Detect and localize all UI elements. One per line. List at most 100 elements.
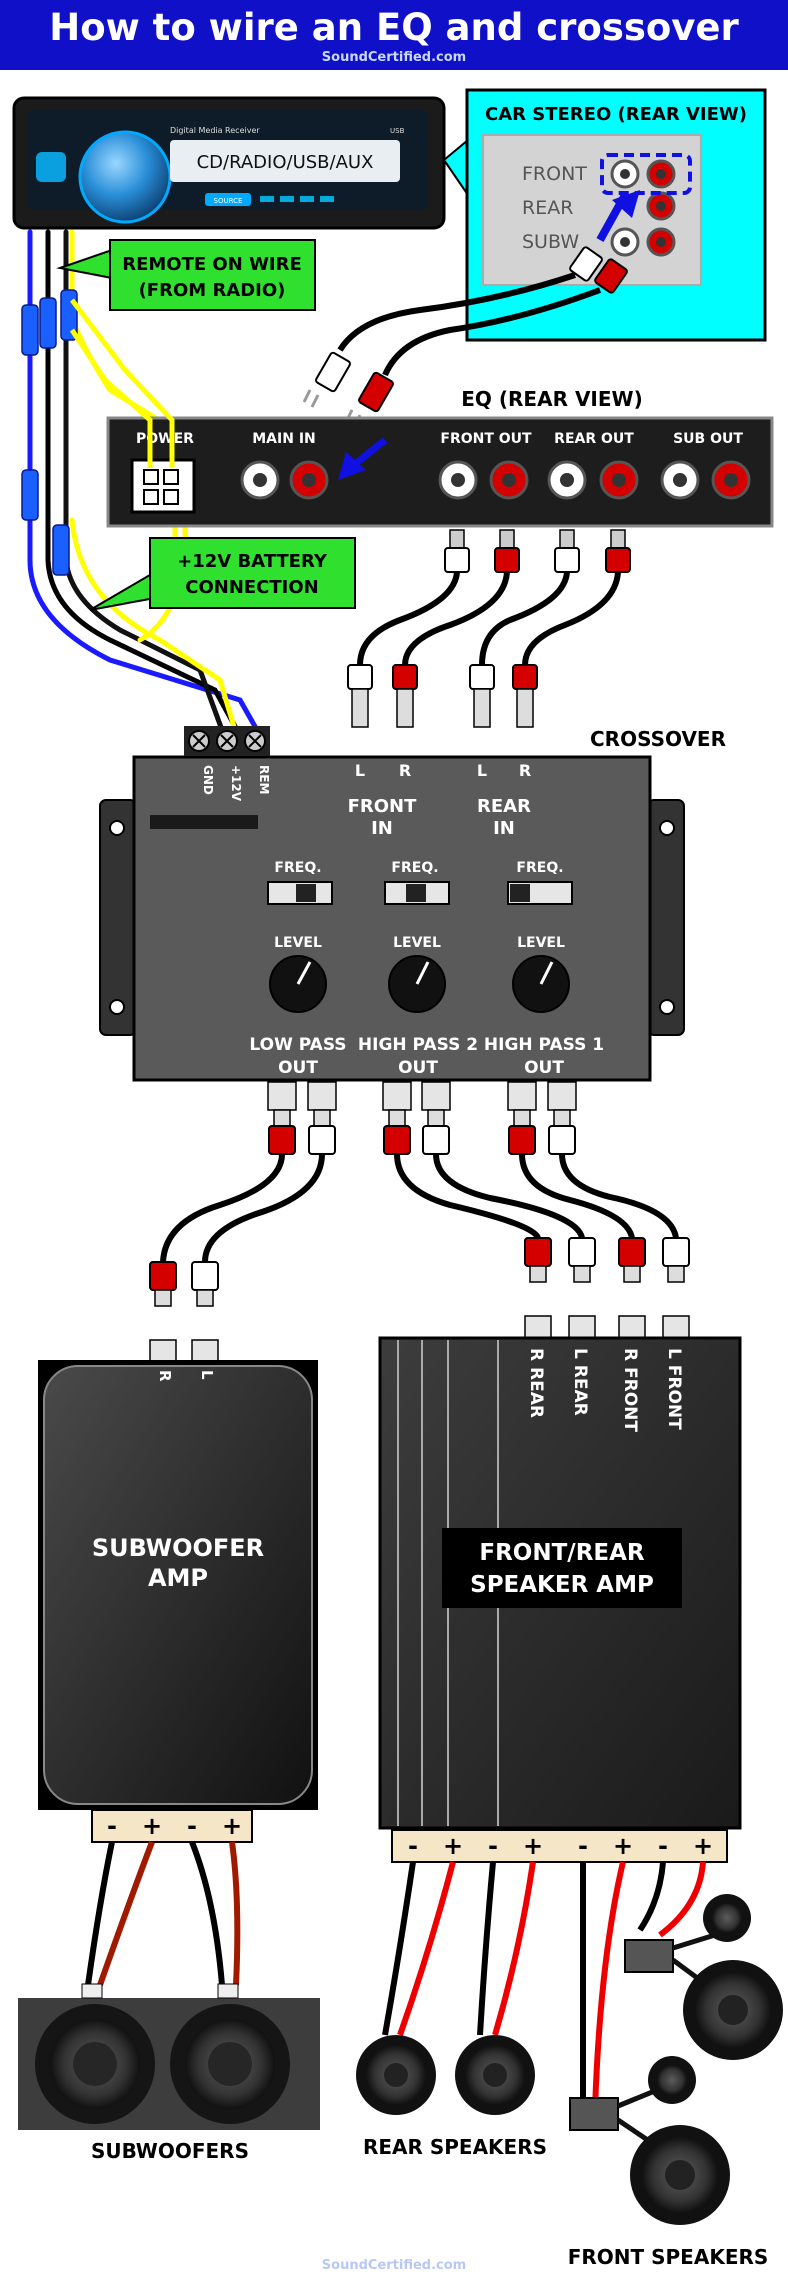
front-speakers: FRONT SPEAKERS [568,1894,783,2269]
sub-amp-title-line1: SUBWOOFER [92,1534,264,1562]
high-pass1-label-line2: OUT [524,1058,564,1078]
radio-usb-text: USB [390,127,405,135]
terminal-gnd-label: GND [201,765,215,795]
car-stereo-rca-jacks [610,159,676,257]
radio-source-text: SOURCE [214,197,243,205]
eq-front-out-label: FRONT OUT [440,431,532,447]
remote-wire-callout: REMOTE ON WIRE (FROM RADIO) [56,239,316,311]
front-in-label-line1: FRONT [348,796,418,817]
speaker-amp-term-8: + [693,1832,713,1860]
radio-model-text: Digital Media Receiver [170,126,260,135]
eq-rear-out-label: REAR OUT [554,431,634,447]
rear-r-label: R [519,761,531,780]
subwoofers: SUBWOOFERS [18,1983,320,2163]
sub-amp-term-4: + [222,1812,242,1840]
eq-to-crossover-wires [357,571,621,666]
high-pass2-label-line2: OUT [398,1058,438,1078]
speaker-amp-term-6: + [613,1832,633,1860]
remote-wire-label-line2: (FROM RADIO) [139,280,286,301]
speaker-wires [382,1861,706,2111]
crossover-input-plugs [347,664,538,728]
battery-label-line2: CONNECTION [185,577,319,598]
eq-power-label: POWER [136,431,194,447]
freq-label-high1: FREQ. [516,860,563,876]
level-knobs [269,955,570,1013]
car-stereo-subw-label: SUBW [522,231,579,253]
car-radio: CD/RADIO/USB/AUX Digital Media Receiver … [12,96,446,230]
speaker-amp-terminal [391,1829,728,1863]
amp-input-r-front-label: R FRONT [620,1348,640,1432]
amp-input-l-front-label: L FRONT [664,1348,684,1430]
speaker-amp-title-line2: SPEAKER AMP [470,1572,654,1598]
sub-amp-term-2: + [142,1812,162,1840]
eq-title: EQ (REAR VIEW) [461,387,642,411]
sub-amp-title-line2: AMP [148,1564,208,1592]
front-r-label: R [399,761,411,780]
freq-switches [267,881,573,905]
front-speakers-label: FRONT SPEAKERS [568,2245,769,2269]
eq-unit: EQ (REAR VIEW) POWER MAIN IN FRONT OUT R… [106,387,774,528]
sub-amp-input-r-label: R [156,1370,174,1382]
crossover-title: CROSSOVER [590,727,726,751]
battery-callout: +12V BATTERY CONNECTION [89,537,356,611]
subwoofers-label: SUBWOOFERS [91,2139,249,2163]
crossover-unit: CROSSOVER GND +12V REM L [99,726,726,1082]
eq-main-in-label: MAIN IN [252,431,316,447]
high-pass2-label-line1: HIGH PASS 2 [358,1035,478,1055]
site-name: SoundCertified.com [321,50,467,65]
rear-in-label-line2: IN [493,818,515,839]
terminal-rem-label: REM [257,765,271,794]
sub-amp-speaker-terminal [91,1809,253,1843]
page-title: How to wire an EQ and crossover [49,6,739,49]
low-pass-label-line1: LOW PASS [249,1035,346,1055]
speaker-amp-term-2: + [443,1832,463,1860]
speaker-amp-term-1: - [408,1832,418,1860]
level-label-high1: LEVEL [517,935,565,951]
crossover-output-plugs [268,1109,576,1155]
speaker-amp-term-7: - [658,1832,668,1860]
speaker-amp-title-line1: FRONT/REAR [479,1540,645,1566]
sub-amp-term-1: - [107,1812,117,1840]
speaker-amp-term-4: + [523,1832,543,1860]
sub-amp-input-plugs [149,1261,219,1365]
header-bar: How to wire an EQ and crossover SoundCer… [0,0,788,70]
eq-sub-out-label: SUB OUT [673,431,743,447]
amp-input-l-rear-label: L REAR [570,1348,590,1416]
speaker-amp-input-plugs [524,1237,690,1341]
car-stereo-rear-view: CAR STEREO (REAR VIEW) FRONT REAR SUBW [442,88,767,342]
car-stereo-front-label: FRONT [522,163,587,185]
sub-amp-input-l-label: L [198,1370,216,1380]
front-rear-speaker-amp: R REAR L REAR R FRONT L FRONT FRONT/REAR… [378,1336,742,1863]
eq-rca-jacks [240,460,751,500]
terminal-12v-label: +12V [229,765,243,802]
rear-l-label: L [477,761,487,780]
crossover-output-jacks [267,1081,577,1111]
sub-speaker-wires [85,1840,241,1986]
level-label-low: LEVEL [274,935,322,951]
freq-label-high2: FREQ. [391,860,438,876]
car-stereo-rear-title: CAR STEREO (REAR VIEW) [485,104,747,125]
front-l-label: L [355,761,365,780]
eq-power-wires [69,298,175,468]
rca-plug-stereo [569,246,628,294]
rear-speakers-label: REAR SPEAKERS [363,2135,547,2159]
stereo-to-eq-wires [337,272,602,377]
remote-wire-label-line1: REMOTE ON WIRE [122,254,302,275]
speaker-amp-term-5: - [578,1832,588,1860]
high-pass1-label-line1: HIGH PASS 1 [484,1035,604,1055]
car-stereo-rear-label: REAR [522,197,573,219]
freq-label-low: FREQ. [274,860,321,876]
rear-speakers: REAR SPEAKERS [356,2035,547,2159]
radio-display-text: CD/RADIO/USB/AUX [197,152,374,173]
eq-output-plugs [444,529,631,573]
front-in-label-line2: IN [371,818,393,839]
low-pass-label-line2: OUT [278,1058,318,1078]
battery-label-line1: +12V BATTERY [177,551,328,572]
level-label-high2: LEVEL [393,935,441,951]
sub-amp-term-3: - [187,1812,197,1840]
crossover-to-amp-wires [160,1153,679,1263]
footer-site-name: SoundCertified.com [321,2258,467,2273]
volume-knob-icon [78,130,172,224]
